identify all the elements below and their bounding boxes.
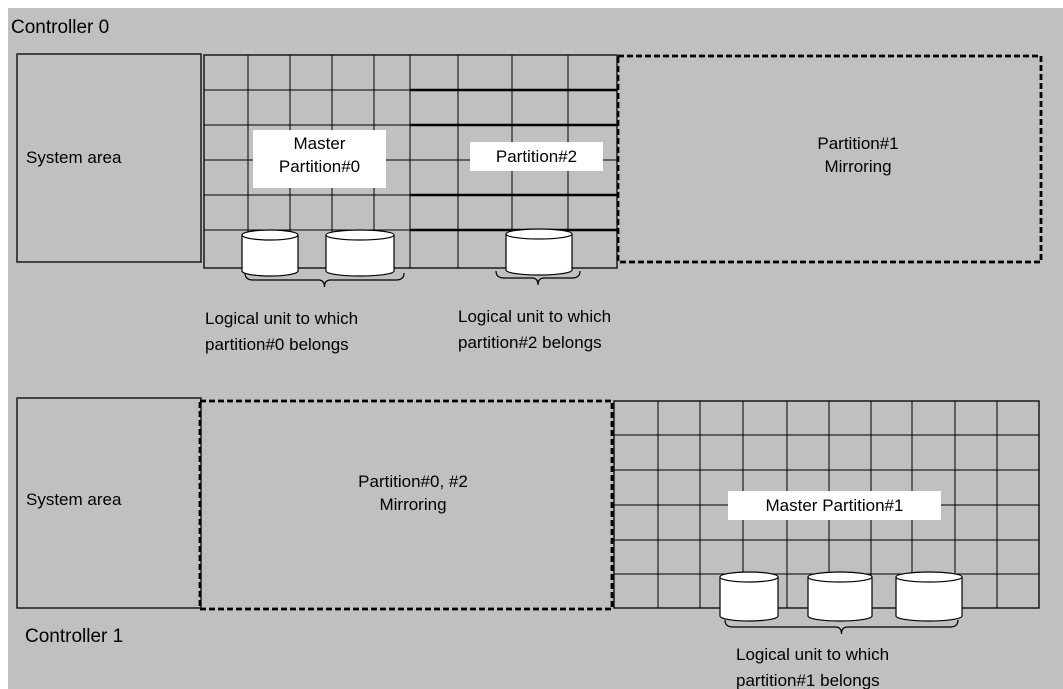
partition-2-label: Partition#2 (470, 142, 603, 171)
disk-partition-1-c (895, 571, 963, 622)
master-partition-0-line2: Partition#0 (278, 157, 361, 176)
partition-1-mirroring-line1: Partition#1 (817, 134, 899, 153)
lu-partition-2-line1: Logical unit to which (458, 307, 612, 326)
partition-0-2-mirroring-label: Partition#0, #2 Mirroring (328, 470, 498, 516)
partition-0-2-mirroring-box (198, 399, 614, 611)
lu-partition-1-line1: Logical unit to which (736, 645, 890, 664)
disk-partition-0-a (241, 229, 299, 277)
partition-0-2-mirroring-line1: Partition#0, #2 (358, 472, 468, 491)
partition-1-mirroring-box (616, 54, 1043, 264)
lu-partition-1-line2: partition#1 belongs (736, 671, 880, 689)
brace-partition-1 (724, 619, 959, 635)
disk-partition-2 (505, 228, 573, 276)
partition-1-mirroring-line2: Mirroring (824, 157, 892, 176)
brace-partition-0 (244, 272, 405, 288)
diagram-canvas: Controller 0 System area Master Partitio… (8, 8, 1063, 689)
brace-partition-2 (495, 270, 581, 286)
controller-1-title: Controller 1 (25, 626, 124, 647)
disk-partition-1-a (719, 571, 779, 622)
lu-partition-0-line2: partition#0 belongs (205, 335, 349, 354)
master-partition-0-line1: Master (293, 134, 346, 153)
lu-partition-0-line1: Logical unit to which (205, 309, 359, 328)
controller-0-system-area-box (16, 53, 202, 263)
partition-0-2-mirroring-line2: Mirroring (379, 495, 447, 514)
controller-0-title: Controller 0 (11, 17, 110, 38)
controller-0-system-area-label: System area (26, 148, 122, 167)
controller-1-system-area-label: System area (26, 490, 122, 509)
lu-partition-2-caption: Logical unit to which partition#2 belong… (458, 304, 611, 356)
lu-partition-1-caption: Logical unit to which partition#1 belong… (736, 642, 889, 689)
disk-partition-1-b (807, 571, 873, 622)
lu-partition-2-line2: partition#2 belongs (458, 333, 602, 352)
master-partition-0-label: Master Partition#0 (253, 130, 386, 188)
controller-diagram (16, 53, 1043, 635)
partition-1-mirroring-label: Partition#1 Mirroring (788, 132, 928, 178)
disk-partition-0-b (325, 229, 395, 277)
master-partition-1-label: Master Partition#1 (728, 491, 941, 520)
lu-partition-0-caption: Logical unit to which partition#0 belong… (205, 306, 358, 358)
